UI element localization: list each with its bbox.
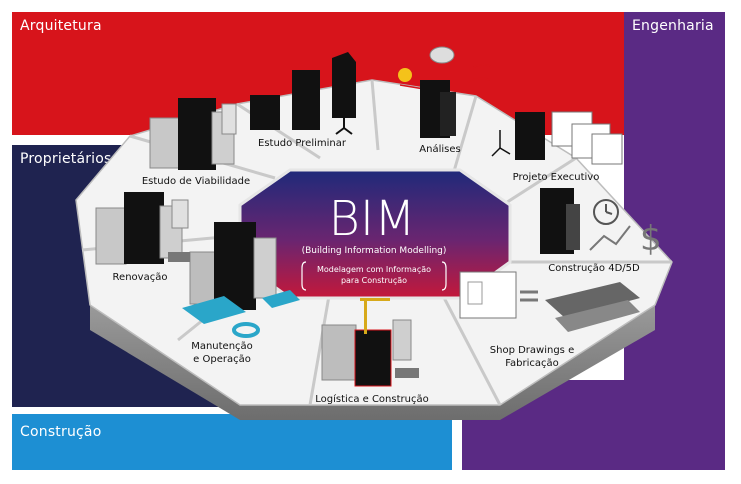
analises-building-icon <box>398 46 491 138</box>
bim-subtitle: (Building Information Modelling) <box>302 246 447 256</box>
label-manutencao-2: e Operação <box>193 354 251 365</box>
label-manutencao-1: Manutenção <box>191 341 253 352</box>
renovacao-building-icon <box>95 192 190 265</box>
bracket-right <box>441 261 447 291</box>
construcao-4d5d-icon: $ <box>540 188 662 259</box>
preliminar-buildings-icon <box>250 52 356 135</box>
label-renovacao: Renovação <box>113 272 168 283</box>
proprietarios-label: Proprietários <box>20 151 112 167</box>
viabilidade-buildings-icon <box>149 98 237 170</box>
label-estudo-preliminar: Estudo Preliminar <box>258 138 347 149</box>
label-projeto-executivo: Projeto Executivo <box>513 172 600 183</box>
manutencao-building-icon <box>182 222 300 338</box>
label-logistica: Logística e Construção <box>315 393 428 405</box>
label-shop-drawings-2: Fabricação <box>505 358 559 369</box>
label-estudo-viabilidade: Estudo de Viabilidade <box>142 176 250 187</box>
logistica-building-icon <box>321 298 419 387</box>
engenharia-label: Engenharia <box>632 18 714 34</box>
shop-drawings-icon <box>459 271 640 332</box>
projeto-executivo-icon <box>491 111 623 165</box>
bracket-left <box>301 261 307 291</box>
bim-note-line1: Modelagem com Informação <box>317 265 431 274</box>
label-shop-drawings-1: Shop Drawings e <box>490 345 574 356</box>
construcao-panel <box>12 414 452 470</box>
bim-note-line2: para Construção <box>341 276 407 285</box>
arquitetura-label: Arquitetura <box>20 18 102 34</box>
bim-title: BIM <box>329 191 416 247</box>
dollar-icon: $ <box>640 219 662 259</box>
construcao-label: Construção <box>20 424 102 440</box>
label-construcao-4d5d: Construção 4D/5D <box>548 263 640 274</box>
label-analises: Análises <box>419 143 460 155</box>
